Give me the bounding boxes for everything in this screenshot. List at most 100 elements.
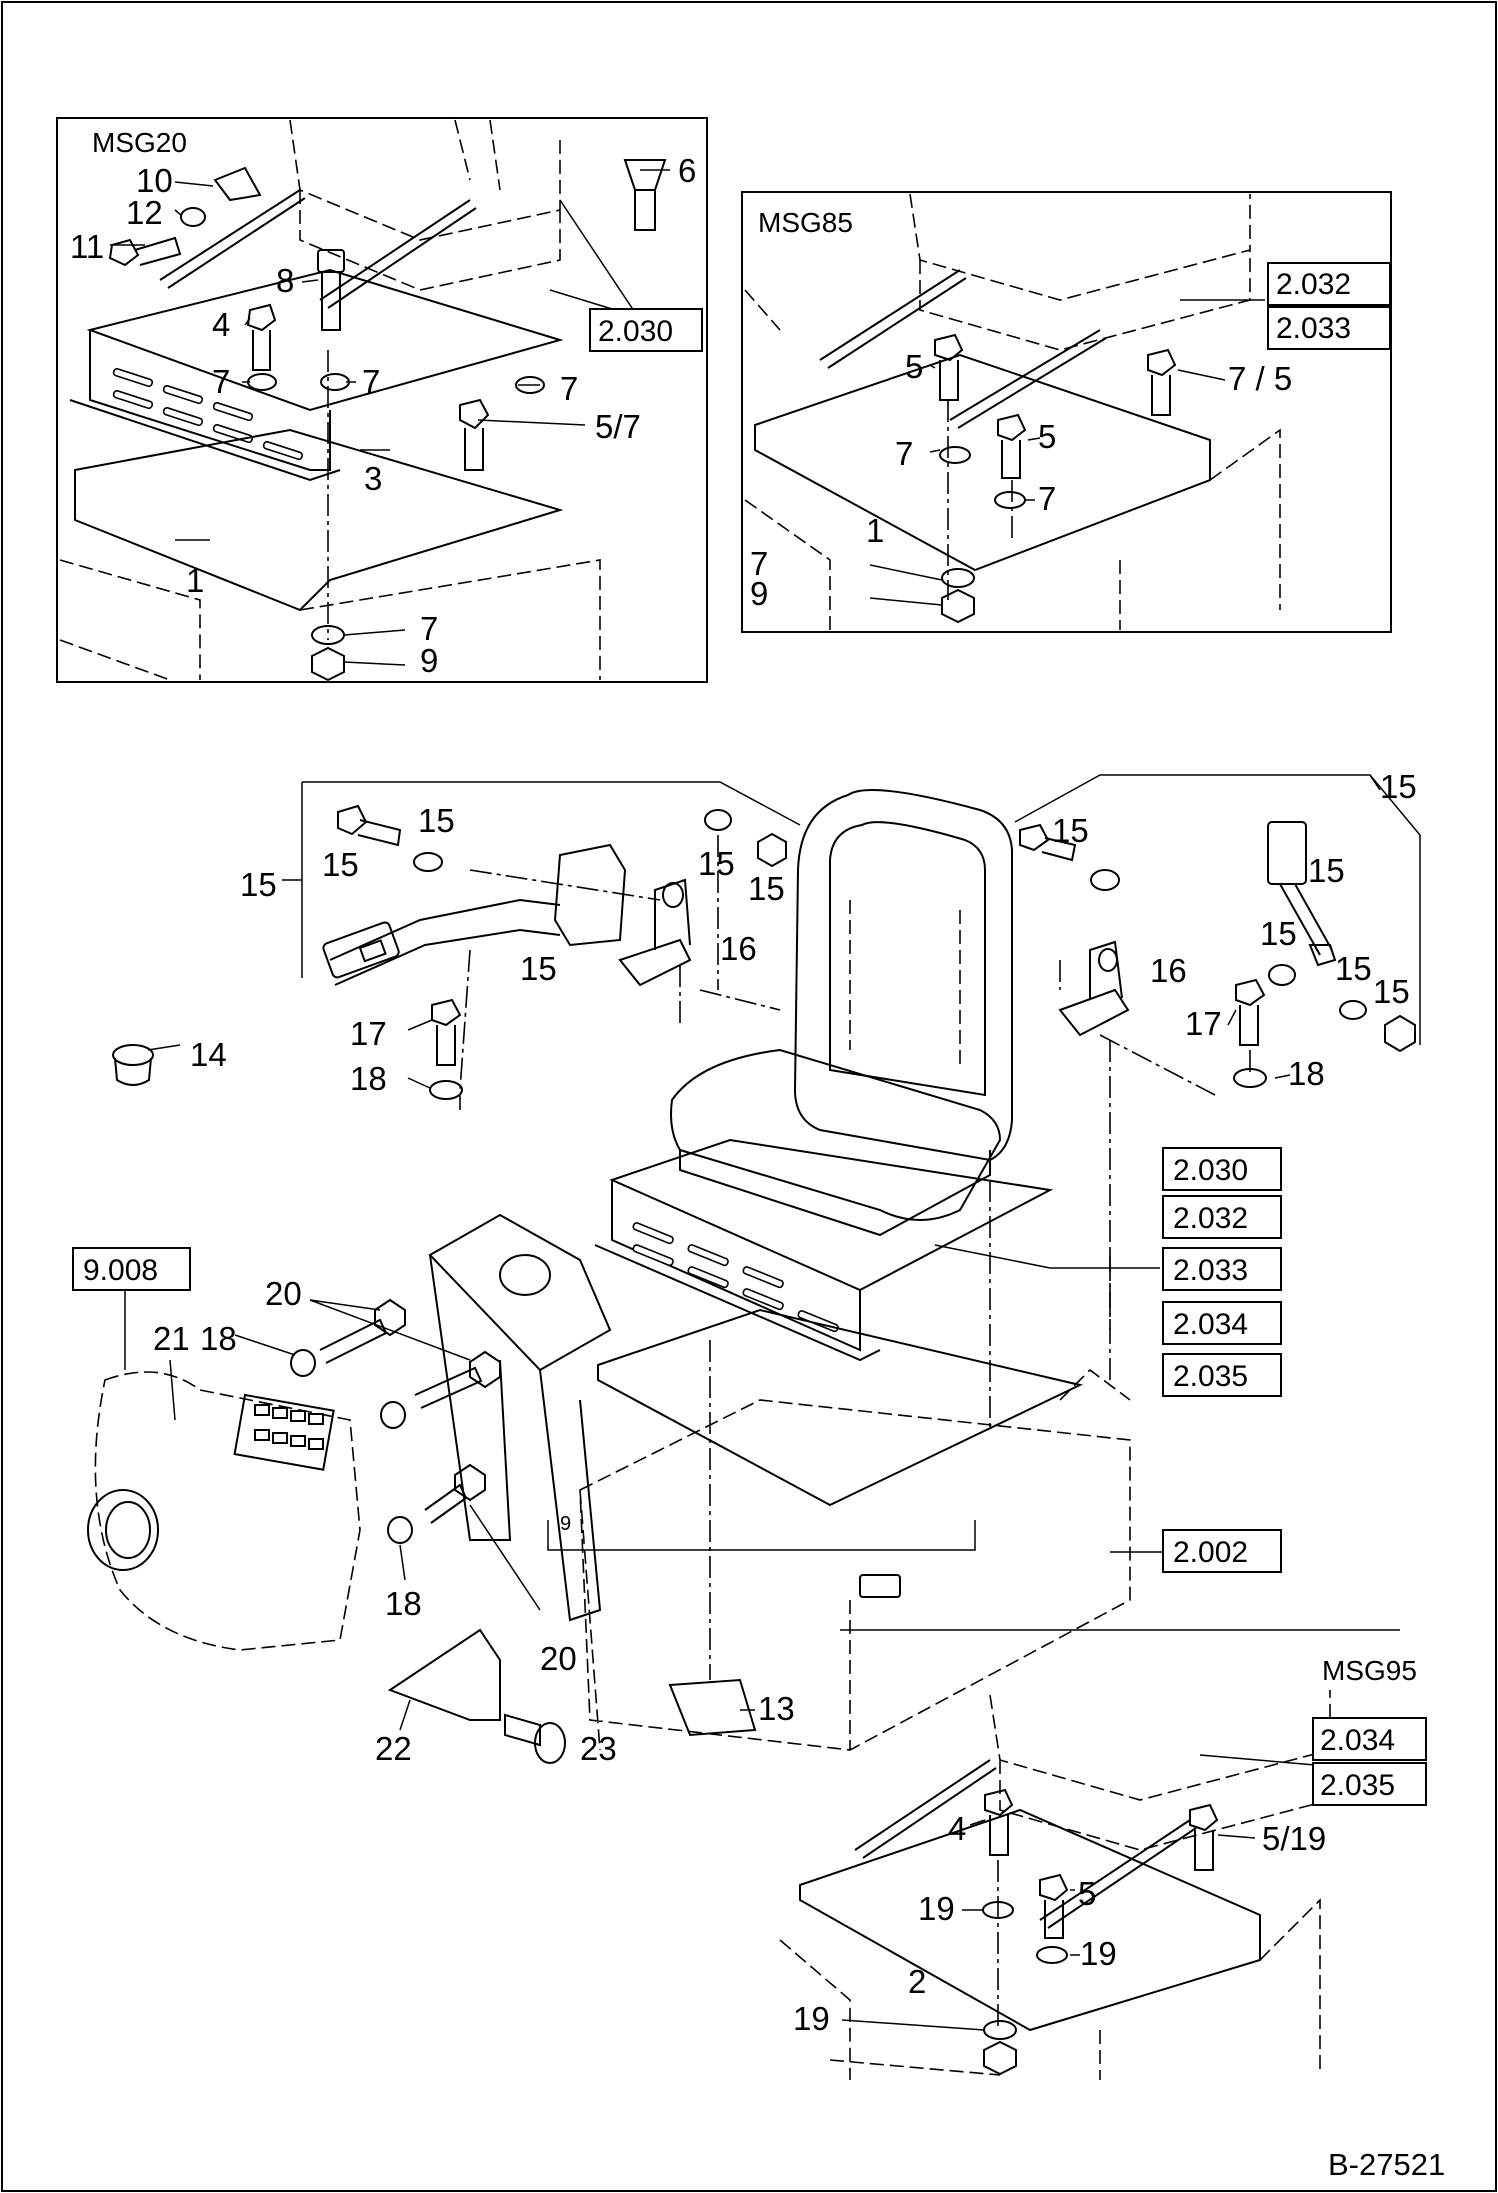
callout-label: 2.032 <box>1173 1202 1248 1235</box>
callout-label: 6 <box>678 152 696 189</box>
callout-label: 23 <box>580 1730 617 1767</box>
callout-label: 2.033 <box>1276 312 1351 345</box>
callout-label: 15 <box>322 846 359 883</box>
callout-label: 15 <box>240 866 277 903</box>
callout-label: 15 <box>520 950 557 987</box>
bolt-4 <box>246 303 277 371</box>
callout-label: 19 <box>1080 1935 1117 1972</box>
ref-box-2-034-inset: 2.034 <box>1312 1717 1427 1761</box>
callout-label: 15 <box>748 870 785 907</box>
callout-label: 9 <box>560 1513 571 1535</box>
inset-msg20: MSG20 <box>56 117 708 683</box>
ref-box-2-034: 2.034 <box>1162 1301 1282 1345</box>
callout-label: 1 <box>866 512 884 549</box>
callout-label: 15 <box>1373 973 1410 1010</box>
callout-label: 2.033 <box>1173 1254 1248 1287</box>
callout-label: 17 <box>1185 1005 1222 1042</box>
callout-label: 2.034 <box>1173 1308 1248 1341</box>
callout-label: 7 <box>420 610 438 647</box>
callout-label: 16 <box>720 930 757 967</box>
callout-label: 2.002 <box>1173 1536 1248 1569</box>
callout-label: 10 <box>136 162 173 199</box>
callout-label: 7 <box>560 370 578 407</box>
cap-14: 14 <box>112 1036 227 1086</box>
inset-msg85: MSG85 5 7 5 7 1 7 9 7 / 5 2.032 <box>741 191 1392 633</box>
inset-msg85-frame <box>741 191 1392 633</box>
callout-label: 15 <box>1260 915 1297 952</box>
callout-label: 17 <box>350 1015 387 1052</box>
seat-belt-left-group: 15 15 15 15 15 15 16 15 17 18 <box>240 781 801 1110</box>
callout-label: 5/19 <box>1262 1820 1326 1857</box>
callout-label: 15 <box>1335 950 1372 987</box>
callout-label: 15 <box>418 802 455 839</box>
ref-box-2-032-inset: 2.032 <box>1267 262 1391 306</box>
seat-belt-right-group: 15 15 15 15 16 15 15 15 17 18 <box>1014 768 1421 1330</box>
bracket-10 <box>213 166 262 202</box>
callout-label: 8 <box>276 262 294 299</box>
callout-label: 5 <box>1078 1875 1096 1912</box>
nut-9 <box>311 646 345 682</box>
callout-label: 4 <box>212 306 230 343</box>
callout-label: 2.035 <box>1320 1769 1395 1802</box>
callout-label: 9 <box>420 642 438 679</box>
callout-label: 2.035 <box>1173 1360 1248 1393</box>
callout-label: 2.032 <box>1276 268 1351 301</box>
callout-label: 2 <box>908 1963 926 2000</box>
callout-label: 5/7 <box>595 408 641 445</box>
callout-label: 14 <box>190 1036 227 1073</box>
washer-12 <box>180 207 206 227</box>
bolt-6 <box>623 159 667 231</box>
main-vent-slots <box>632 1222 839 1333</box>
ref-box-2-035-inset: 2.035 <box>1312 1762 1427 1806</box>
callout-label: 18 <box>385 1585 422 1622</box>
bolt-5-7 <box>459 398 490 471</box>
callout-label: 2.034 <box>1320 1724 1395 1757</box>
console-assembly: 9.008 21 <box>72 1213 976 1767</box>
callout-label: 11 <box>70 228 104 265</box>
vent-slots <box>112 367 304 461</box>
inset-msg20-title: MSG20 <box>92 127 187 158</box>
inset-msg85-title: MSG85 <box>758 207 853 238</box>
callout-label: 5 <box>1038 418 1056 455</box>
callout-label: 2.030 <box>1173 1154 1248 1187</box>
ref-box-2-002: 2.002 <box>1110 1529 1282 1573</box>
callout-label: 1 <box>186 562 204 599</box>
ref-box-2-030: 2.030 <box>589 308 703 352</box>
bolt-11 <box>108 236 182 267</box>
callout-label: 7 <box>362 363 380 400</box>
callout-label: 7 <box>895 435 913 472</box>
callout-label: 7 <box>212 363 230 400</box>
callout-label: 18 <box>200 1320 237 1357</box>
knob-23 <box>504 1713 566 1764</box>
callout-label: 2.030 <box>598 315 673 348</box>
callout-label: 18 <box>1288 1055 1325 1092</box>
ref-box-2-035: 2.035 <box>1162 1353 1282 1397</box>
callout-label: 16 <box>1150 952 1187 989</box>
inset-msg95-title: MSG95 <box>1322 1655 1417 1686</box>
ref-box-2-033: 2.033 <box>1162 1247 1282 1291</box>
callout-label: 19 <box>793 2000 830 2037</box>
callout-label: 7 / 5 <box>1228 360 1292 397</box>
callout-label: 4 <box>948 1810 966 1847</box>
callout-label: 12 <box>126 194 163 231</box>
inset-msg20-frame <box>56 117 708 683</box>
switch-panel <box>233 1393 335 1471</box>
callout-label: 15 <box>1308 852 1345 889</box>
callout-label: 15 <box>1052 812 1089 849</box>
inset-msg95: MSG95 4 19 5 19 2 19 5/19 2.034 <box>779 1629 1427 2080</box>
callout-label: 20 <box>265 1275 302 1312</box>
callout-label: 5 <box>905 348 923 385</box>
callout-label: 21 <box>153 1320 190 1357</box>
callout-label: 9.008 <box>83 1254 158 1287</box>
bolt-8 <box>317 249 345 331</box>
callout-label: 7 <box>750 545 768 582</box>
callout-label: 20 <box>540 1640 577 1677</box>
main-seat <box>579 789 1160 1751</box>
callout-label: 22 <box>375 1730 412 1767</box>
callout-label: 13 <box>758 1690 795 1727</box>
ref-box-2-033-inset: 2.033 <box>1267 306 1391 350</box>
ref-box-2-030: 2.030 <box>1162 1147 1282 1191</box>
main-ref-boxes: 2.030 2.032 2.033 2.034 2.035 2.002 <box>1110 1147 1282 1573</box>
